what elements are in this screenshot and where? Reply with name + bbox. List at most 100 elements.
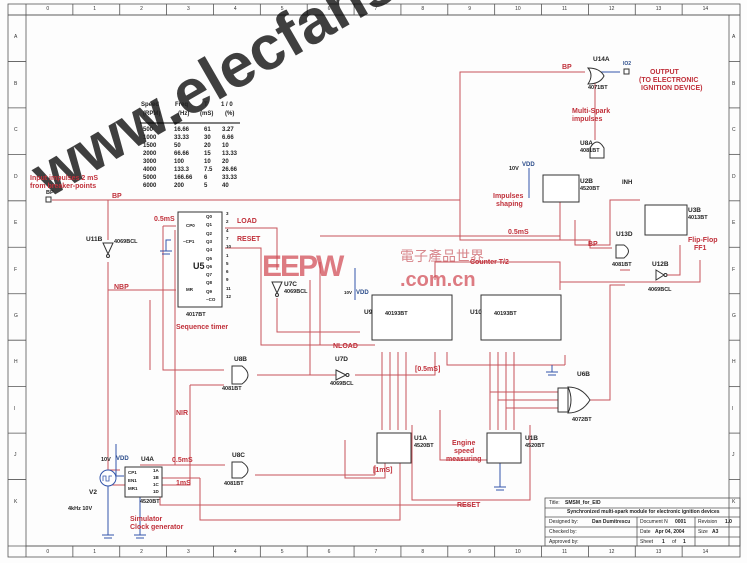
part-u1b: 4520BT (525, 443, 545, 449)
part-u14a: 4071BT (588, 85, 608, 91)
row-label-right: K (732, 498, 736, 505)
ref-u8b: U8B (234, 356, 248, 363)
input-note: Input impulses 2 mS (30, 175, 99, 182)
table-cell: 6.66 (222, 135, 234, 141)
row-label-right: D (732, 173, 736, 180)
table-cell: 5 (204, 183, 208, 189)
column-label-bottom: 14 (702, 549, 709, 555)
ic-u1b-4520 (486, 432, 522, 464)
column-label-bottom: 1 (93, 549, 97, 555)
table-cell: 133.3 (174, 167, 190, 173)
table-header-freq: Freq (175, 102, 189, 108)
ref-u1a: U1A (414, 435, 428, 442)
of-label: of (672, 539, 677, 545)
table-cell: 13.33 (222, 151, 238, 157)
revision-label: Revision (698, 519, 718, 525)
title-label: Title: (549, 500, 560, 506)
checked-label: Checked by: (549, 529, 577, 535)
table-cell: 50 (174, 143, 181, 149)
u5-output-pin: Q5 (206, 255, 213, 261)
designer-value: Dan Dumitrescu (592, 519, 631, 525)
column-label-top: 2 (140, 6, 143, 12)
v10-label-3: 10V (509, 166, 519, 172)
revision-value: 1.0 (725, 519, 732, 525)
input-note-2: from breaker-points (30, 183, 97, 190)
column-label-bottom: 3 (187, 549, 190, 555)
u5-pin-number: 10 (226, 244, 232, 250)
ref-u7c: U7C (284, 281, 298, 288)
column-label-top: 4 (233, 6, 237, 12)
table-cell: 6 (204, 175, 208, 181)
net-inh: INH (622, 180, 633, 186)
column-label-top: 1 (93, 6, 97, 12)
part-u9: 40193BT (385, 311, 408, 317)
net-1ms: 1mS (176, 480, 191, 487)
u5-pin-number: 5 (226, 260, 229, 266)
u5-pin-mr: MR (186, 287, 193, 292)
watermark-logo-url: .com.cn (400, 269, 476, 291)
part-u8b: 4081BT (222, 386, 242, 392)
engine-speed-label-2: speed (454, 448, 475, 455)
ref-u5: U5 (193, 261, 205, 271)
table-cell: 5000 (143, 175, 157, 181)
row-label-left: K (14, 498, 18, 505)
ic-u3b-4013 (644, 204, 688, 236)
u5-pin-number: 11 (226, 285, 231, 291)
column-label-bottom: 5 (280, 549, 284, 555)
simulator-label: Simulator (130, 516, 163, 523)
table-cell: 33.33 (174, 135, 190, 141)
table-cell: 33.33 (222, 175, 238, 181)
engine-speed-label: Engine (452, 440, 476, 447)
wires (52, 71, 701, 521)
u5-output-pin: Q4 (206, 247, 213, 253)
column-label-bottom: 2 (140, 549, 143, 555)
column-label-bottom: 11 (561, 549, 568, 555)
u5-output-pin: Q6 (206, 263, 213, 269)
u5-output-pin: Q0 (206, 214, 213, 219)
clock-source-icon (99, 469, 117, 487)
column-label-top: 3 (187, 6, 190, 12)
column-label-top: 5 (280, 6, 284, 12)
approved-label: Approved by: (549, 539, 579, 545)
column-label-bottom: 10 (515, 549, 521, 555)
row-label-right: F (732, 266, 736, 273)
u5-pin-number: 4 (226, 227, 229, 233)
part-u8c: 4081BT (224, 481, 244, 487)
or-gate-u6b-icon (567, 386, 591, 414)
ref-u3b: U3B (688, 207, 702, 214)
multi-spark-label: Multi-Spark (572, 108, 611, 115)
ref-u1b: U1B (525, 435, 539, 442)
ref-u6b: U6B (577, 371, 591, 378)
column-label-top: 0 (46, 6, 50, 12)
column-ruler (25, 4, 683, 557)
table-cell: 40 (222, 183, 229, 189)
net-0-5ms-2: 0.5mS (508, 229, 529, 236)
column-label-bottom: 9 (468, 549, 471, 555)
sheets-value: 1 (683, 539, 686, 545)
net-bp: BP (112, 193, 122, 200)
row-label-left: H (14, 359, 18, 366)
column-label-top: 10 (515, 6, 521, 12)
ic-u2b-4520 (542, 174, 580, 203)
table-cell: 500 (143, 127, 154, 133)
u4a-pin-1c: 1C (153, 482, 159, 487)
ref-u10: U10 (470, 309, 482, 316)
table-header-speed: Speed (141, 102, 160, 108)
row-label-left: E (14, 220, 18, 227)
vdd-label-2: VDD (356, 290, 369, 296)
row-label-left: J (14, 452, 17, 459)
column-label-top: 14 (702, 6, 709, 12)
part-u12b: 4069BCL (648, 287, 672, 293)
column-label-top: 8 (421, 6, 425, 12)
table-cell: 20 (222, 159, 229, 165)
column-label-top: 6 (327, 6, 331, 12)
ref-u2b: U2B (580, 178, 594, 185)
table-cell: 61 (204, 127, 211, 133)
and-gate-u8c-icon (231, 461, 249, 479)
row-label-left: D (14, 173, 18, 180)
net-0-5ms-3: 0.5mS (172, 457, 193, 464)
vdd-label-1: VDD (116, 456, 129, 462)
column-label-bottom: 12 (608, 549, 615, 555)
u5-output-pin: Q2 (206, 230, 213, 236)
u5-output-pin: ~CO (206, 297, 216, 302)
